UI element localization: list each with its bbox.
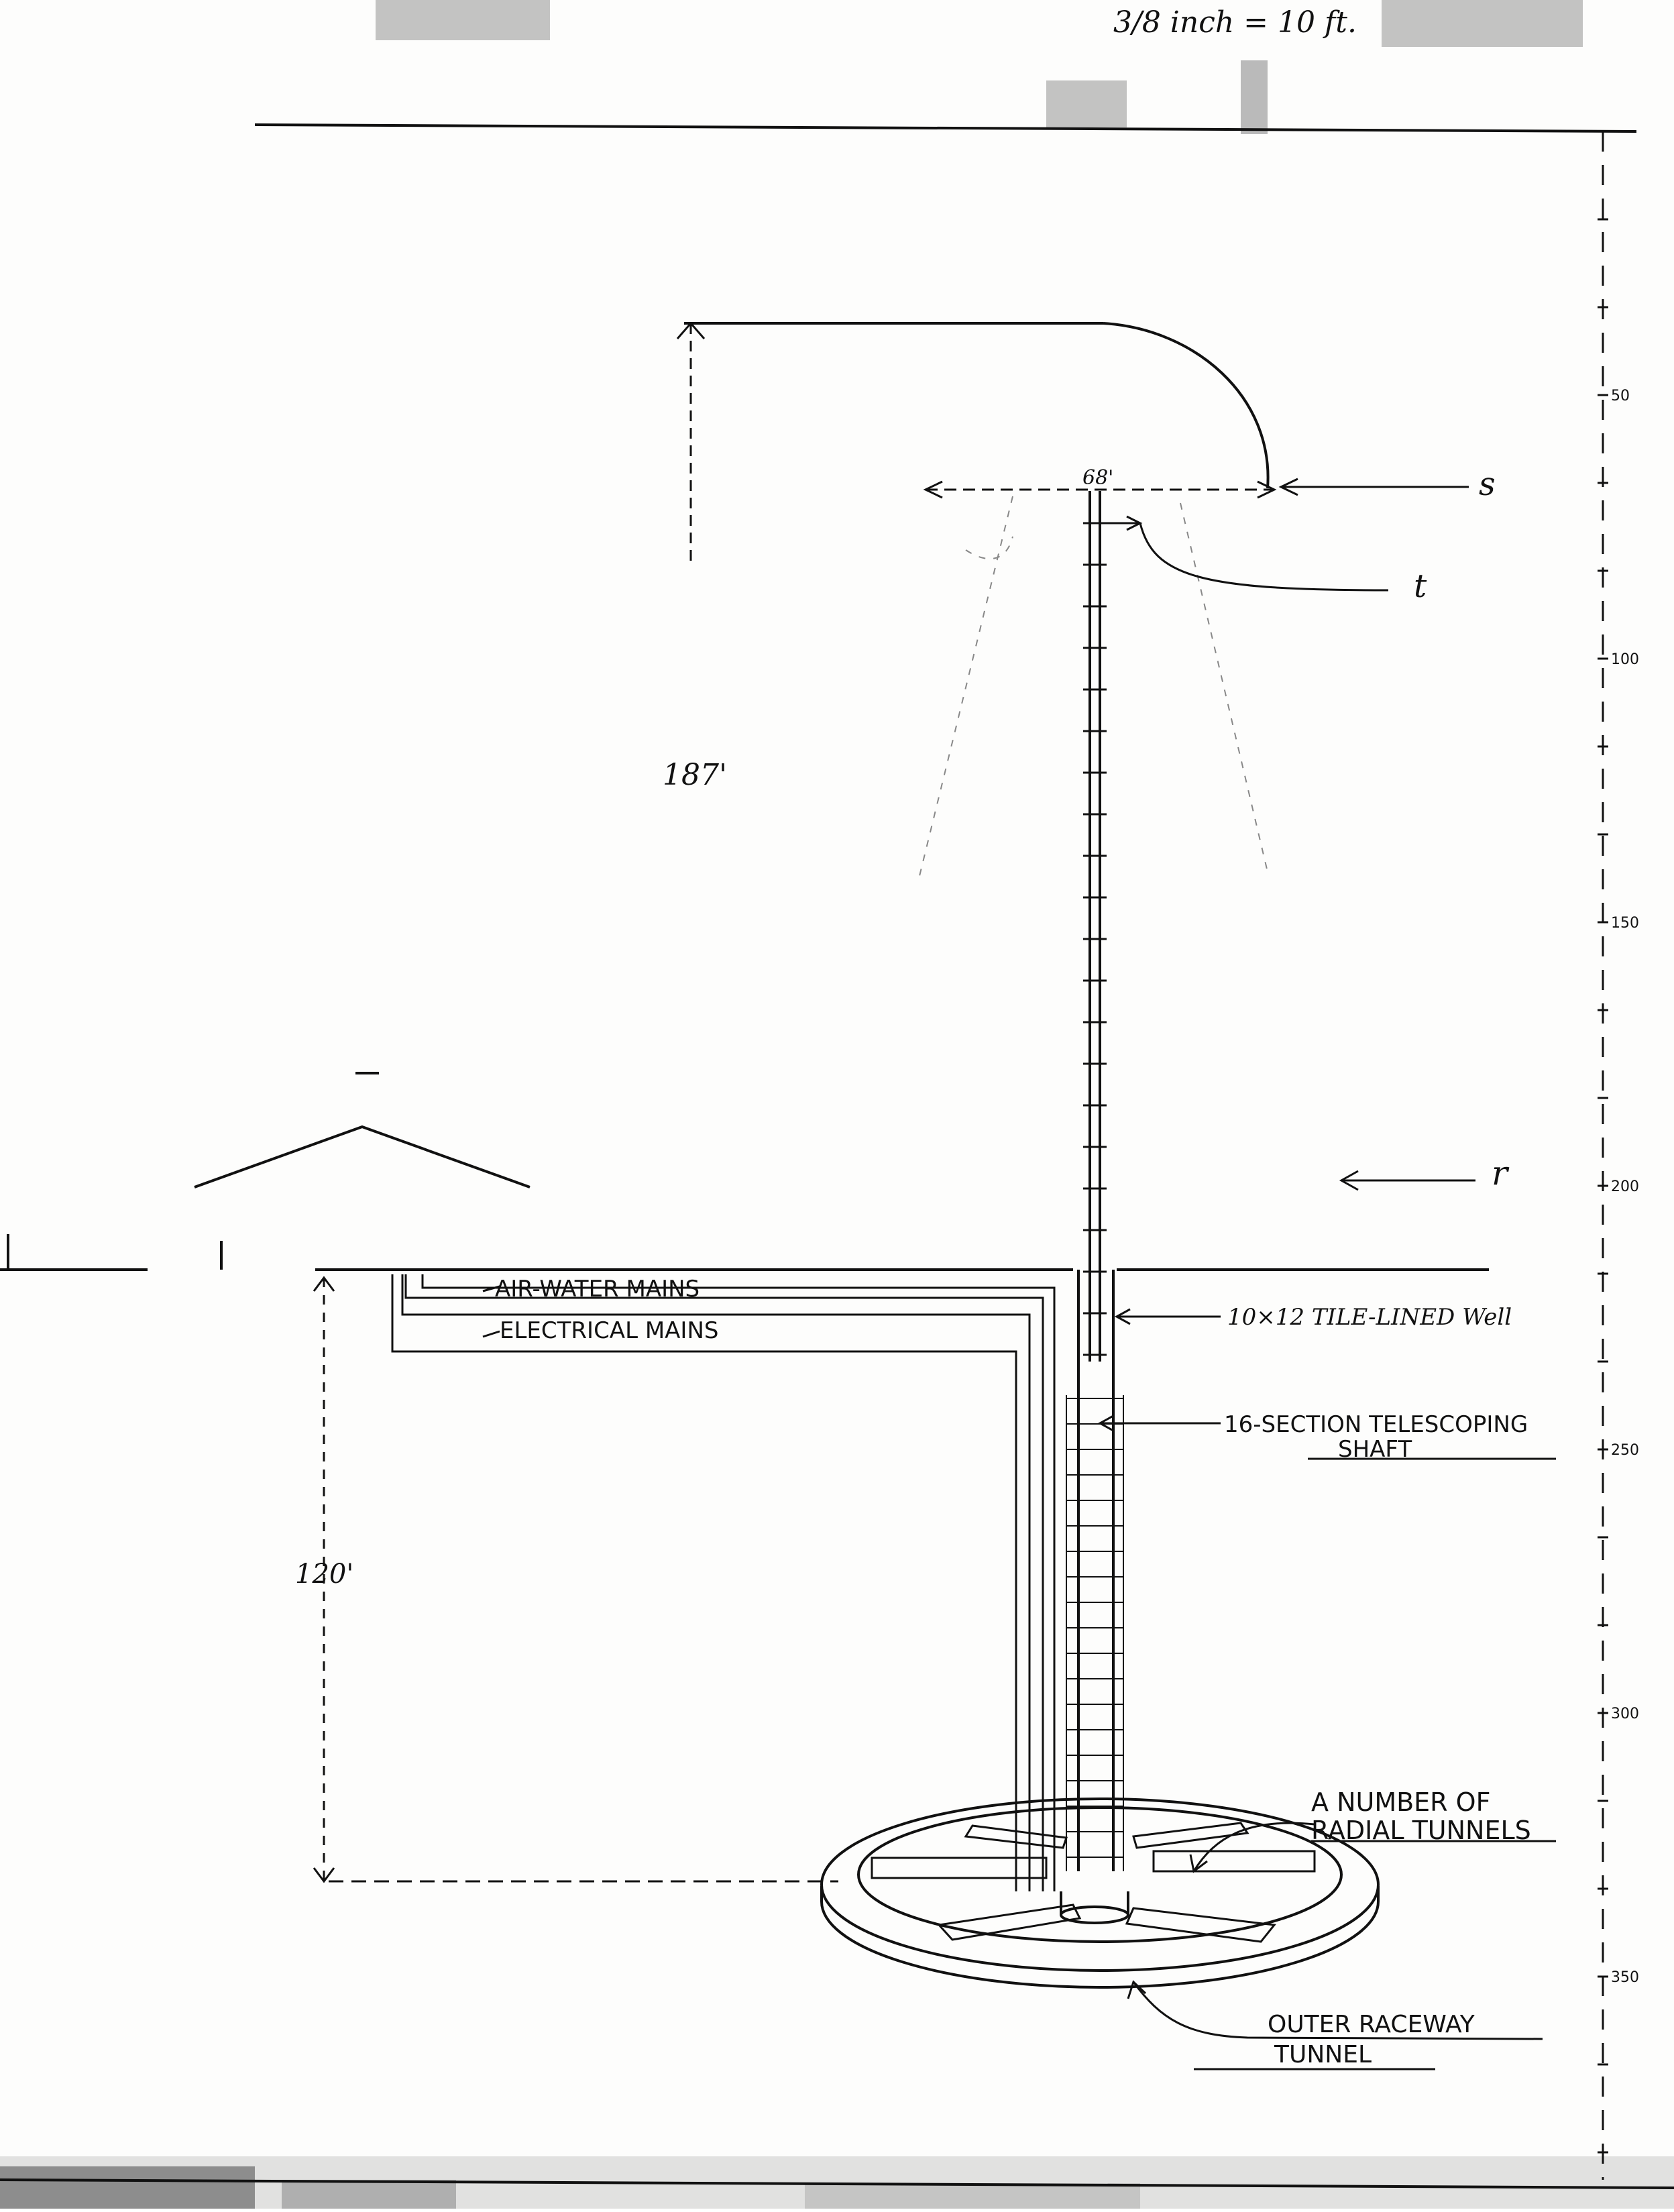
ruler-label: 200 (1611, 1178, 1639, 1195)
shaft-label-line2: SHAFT (1338, 1436, 1412, 1463)
callout-t (1100, 515, 1389, 592)
depth-below-label: 120' (295, 1559, 353, 1590)
letter-t: t (1414, 567, 1427, 605)
shaft-label-line1: 16-SECTION TELESCOPING (1224, 1411, 1528, 1438)
well-callout (1114, 1308, 1221, 1325)
ruler-label: 150 (1611, 915, 1639, 932)
callout-s (1278, 478, 1469, 496)
raceway-label-line1: OUTER RACEWAY (1268, 2011, 1475, 2038)
air-water-mains-pipe (404, 1274, 1056, 1891)
ruler-label: 300 (1611, 1706, 1639, 1722)
dome-profile (684, 322, 1270, 489)
outer-raceway-ring (820, 1798, 1380, 1989)
telescoping-shaft (1089, 491, 1101, 1362)
air-water-mains-label: AIR-WATER MAINS (495, 1276, 700, 1303)
shaft-section-marks (1083, 522, 1107, 1356)
height-dimension-line (676, 321, 706, 563)
well-label: 10×12 TILE-LINED Well (1227, 1304, 1512, 1331)
ruler-label: 350 (1611, 1969, 1639, 1986)
top-width-dimension (923, 480, 1277, 499)
scale-note: 3/8 inch = 10 ft. (1113, 5, 1357, 40)
letter-r: r (1492, 1154, 1510, 1193)
electrical-arrow (482, 1330, 500, 1338)
house-roof (7, 1072, 531, 1270)
depth-dimension-line (313, 1276, 838, 1883)
top-width-label: 68' (1082, 466, 1113, 490)
raceway-callout (1127, 1980, 1543, 2070)
ruler-label: 100 (1611, 651, 1639, 668)
radial-label-line2: RADIAL TUNNELS (1311, 1816, 1531, 1845)
height-above-label: 187' (663, 758, 727, 792)
radial-label-line1: A NUMBER OF (1311, 1787, 1490, 1817)
well-base-cylinder (1060, 1891, 1129, 1924)
callout-r (1339, 1170, 1475, 1191)
shaft-callout (1097, 1415, 1556, 1460)
electrical-mains-label: ELECTRICAL MAINS (500, 1317, 718, 1344)
scan-noise-top (376, 0, 1583, 134)
radial-tunnels (871, 1822, 1316, 1943)
sheet-border (0, 123, 1674, 2189)
air-water-arrow (482, 1285, 500, 1292)
scale-ruler: 50100150200250300350400 (1598, 130, 1639, 2154)
canopy-outline (918, 496, 1268, 879)
raceway-label-line2: TUNNEL (1274, 2041, 1372, 2068)
electrical-mains-pipe (391, 1274, 1031, 1891)
ruler-label: 50 (1611, 388, 1630, 404)
letter-s: s (1479, 465, 1496, 503)
well-section-marks (1066, 1398, 1123, 1858)
ruler-label: 250 (1611, 1442, 1639, 1459)
radial-callout (1189, 1822, 1556, 1873)
